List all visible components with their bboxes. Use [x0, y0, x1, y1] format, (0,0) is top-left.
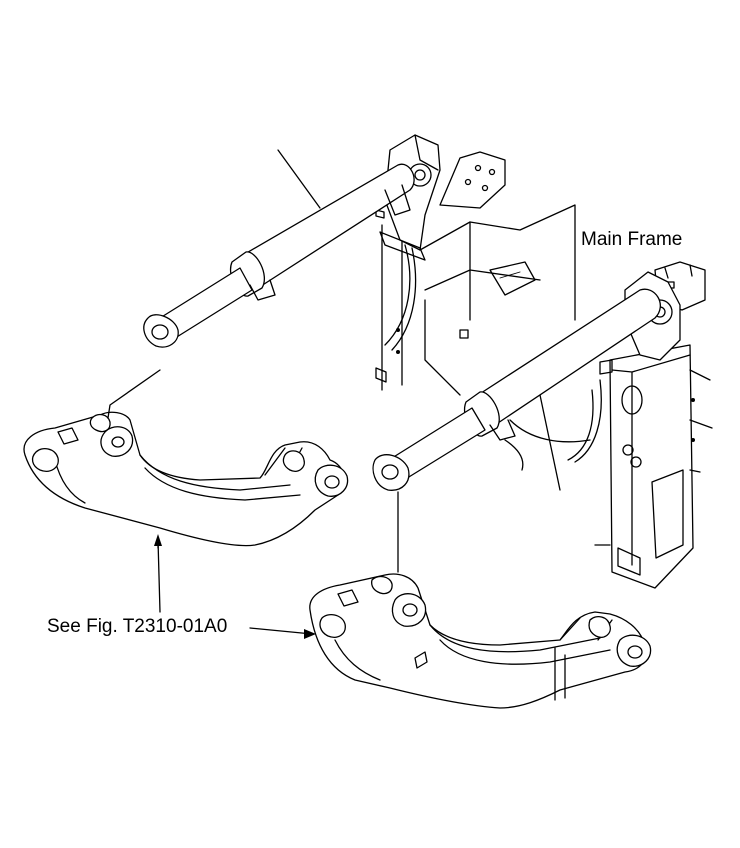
- rear-frame-plate: [375, 204, 576, 396]
- rear-hinge-bracket: [375, 134, 506, 261]
- see-figure-reference-label: See Fig. T2310-01A0: [47, 616, 228, 637]
- leader-lines: [154, 534, 316, 639]
- rear-lift-arm: [23, 369, 349, 549]
- rear-lift-cylinder: [143, 149, 415, 348]
- main-frame-label: Main Frame: [581, 229, 683, 250]
- front-lift-arm: [309, 491, 652, 709]
- front-frame-column: [504, 344, 713, 589]
- front-lift-cylinder: [372, 288, 661, 491]
